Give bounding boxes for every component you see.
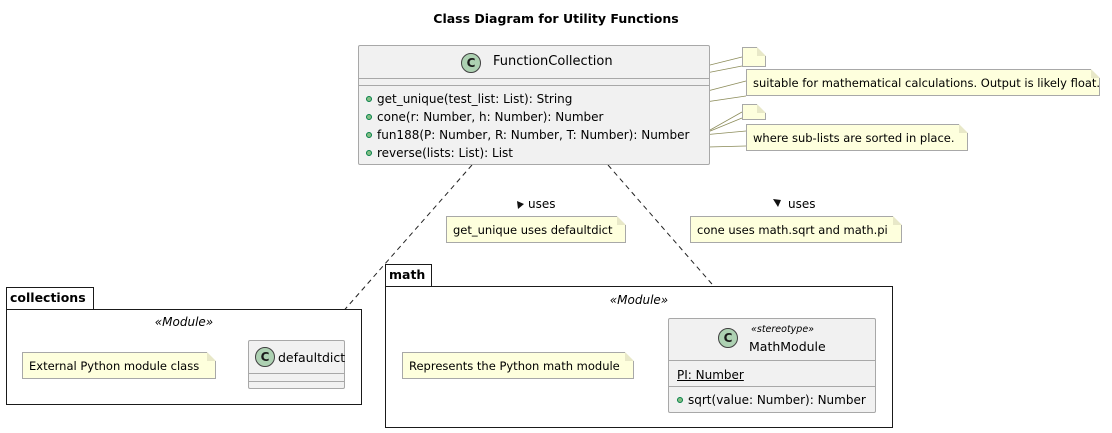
divider	[669, 360, 875, 361]
class-name: FunctionCollection	[493, 54, 613, 69]
defaultdict-class[interactable]: C defaultdict	[248, 340, 345, 389]
note-get-unique-empty	[742, 47, 766, 67]
public-method-icon	[366, 150, 372, 156]
package-tab-math: math	[385, 264, 432, 287]
math-module-class[interactable]: C «stereotype» MathModule PI: Number sqr…	[668, 318, 876, 413]
package-stereotype: «Module»	[154, 315, 214, 329]
note-collections: External Python module class	[22, 352, 216, 379]
public-method-icon	[366, 132, 372, 138]
note-math: Represents the Python math module	[402, 352, 634, 379]
package-stereotype: «Module»	[609, 293, 669, 307]
divider	[359, 85, 709, 86]
method-get-unique: get_unique(test_list: List): String	[366, 92, 572, 106]
method-fun188: fun188(P: Number, R: Number, T: Number):…	[366, 128, 689, 142]
relation-label-uses-left: uses	[528, 197, 556, 211]
public-method-icon	[677, 397, 683, 403]
method-cone: cone(r: Number, h: Number): Number	[366, 110, 603, 124]
note-fun188-empty	[742, 104, 766, 120]
public-method-icon	[366, 114, 372, 120]
class-name: MathModule	[749, 339, 826, 354]
divider	[669, 386, 875, 387]
package-tab-collections: collections	[6, 287, 94, 310]
divider	[359, 78, 709, 79]
uses-arrow-icon	[773, 199, 781, 207]
class-badge-icon: C	[255, 347, 275, 367]
divider	[249, 373, 344, 374]
function-collection-class[interactable]: C FunctionCollection get_unique(test_lis…	[358, 45, 710, 165]
uses-arrow-icon	[517, 201, 524, 209]
note-cone: suitable for mathematical calculations. …	[746, 69, 1100, 96]
note-get-unique-uses: get_unique uses defaultdict	[446, 216, 626, 243]
relation-label-uses-right: uses	[788, 197, 816, 211]
note-reverse: where sub-lists are sorted in place.	[746, 124, 968, 151]
class-badge-icon: C	[461, 53, 481, 73]
class-badge-icon: C	[718, 328, 738, 348]
method-sqrt: sqrt(value: Number): Number	[677, 393, 866, 407]
class-stereotype: «stereotype»	[751, 324, 815, 335]
diagram-title: Class Diagram for Utility Functions	[433, 11, 679, 26]
method-reverse: reverse(lists: List): List	[366, 146, 513, 160]
public-method-icon	[366, 96, 372, 102]
divider	[249, 381, 344, 382]
class-name: defaultdict	[278, 350, 346, 365]
note-cone-uses: cone uses math.sqrt and math.pi	[690, 216, 902, 243]
field-pi: PI: Number	[677, 368, 744, 382]
